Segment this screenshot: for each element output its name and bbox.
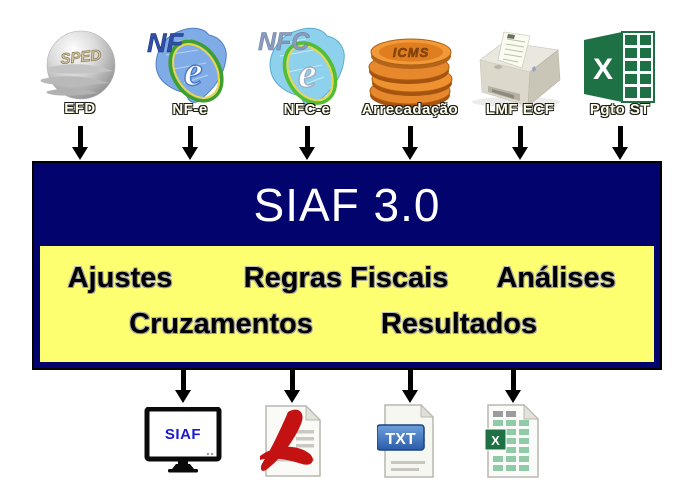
txt-file-icon: TXT — [376, 403, 435, 478]
down-arrow-arrecadacao — [402, 126, 418, 160]
nfce-brazil-map-icon: NFC e — [258, 28, 345, 106]
module-ajustes: Ajustes — [67, 262, 173, 294]
nfce-e-text: e — [298, 51, 317, 97]
source-label-lmf-ecf: LMF ECF — [485, 101, 555, 118]
source-pgto-st: X — [580, 28, 658, 111]
nfe-e-text: e — [184, 49, 203, 95]
down-arrow-excel-output — [505, 369, 521, 403]
source-label-nfce: NFC-e — [283, 101, 331, 118]
down-arrow-siaf-output — [175, 369, 191, 403]
monitor-screen-text: SIAF — [165, 426, 201, 443]
nfce-prefix-text: NFC — [258, 28, 310, 56]
nfe-prefix-text: NF — [147, 28, 184, 58]
output-siaf-screen: SIAF — [144, 406, 222, 480]
txt-badge-text: TXT — [385, 431, 415, 448]
output-excel: X — [484, 403, 542, 484]
source-label-pgto-st: Pgto ST — [589, 101, 651, 118]
excel-file-x-text: X — [491, 433, 500, 448]
module-resultados: Resultados — [380, 308, 538, 340]
output-pdf — [260, 404, 324, 483]
down-arrow-lmf-ecf — [512, 126, 528, 160]
down-arrow-nfe — [182, 126, 198, 160]
down-arrow-pdf-output — [284, 369, 300, 403]
source-label-efd: EFD — [64, 100, 96, 117]
icms-coins-icon: ICMS — [368, 38, 453, 108]
nfe-brazil-map-icon: NF e — [147, 27, 227, 103]
sped-wordmark: SPED — [60, 47, 103, 68]
excel-x-text: X — [593, 53, 613, 86]
source-efd: SPED — [40, 27, 120, 112]
sped-sphere-icon: SPED — [40, 30, 116, 100]
icms-text: ICMS — [393, 45, 430, 60]
siaf-monitor-icon: SIAF — [144, 406, 222, 473]
output-txt: TXT — [376, 403, 439, 484]
source-arrecadacao: ICMS — [366, 28, 454, 113]
source-label-nfe: NF-e — [172, 101, 208, 118]
source-lmf-ecf — [468, 22, 568, 115]
down-arrow-nfce — [299, 126, 315, 160]
pdf-file-icon — [260, 404, 322, 477]
down-arrow-pgto-st — [612, 126, 628, 160]
down-arrow-txt-output — [402, 369, 418, 403]
down-arrow-efd — [72, 126, 88, 160]
excel-file-icon: X — [484, 403, 540, 478]
source-nfe: NF e — [146, 25, 234, 115]
module-analises: Análises — [496, 262, 616, 294]
system-title: SIAF 3.0 — [253, 178, 441, 231]
modules-panel: Ajustes Regras Fiscais Análises Cruzamen… — [40, 246, 654, 362]
excel-logo-icon: X — [584, 31, 655, 103]
siaf-system-box: SIAF 3.0 Ajustes Regras Fiscais Análises… — [32, 161, 662, 370]
fiscal-printer-icon — [472, 31, 561, 107]
source-label-arrecadacao: Arrecadação — [361, 101, 459, 118]
module-regras-fiscais: Regras Fiscais — [243, 262, 449, 294]
source-nfce: NFC e — [258, 24, 353, 119]
module-cruzamentos: Cruzamentos — [129, 308, 313, 340]
